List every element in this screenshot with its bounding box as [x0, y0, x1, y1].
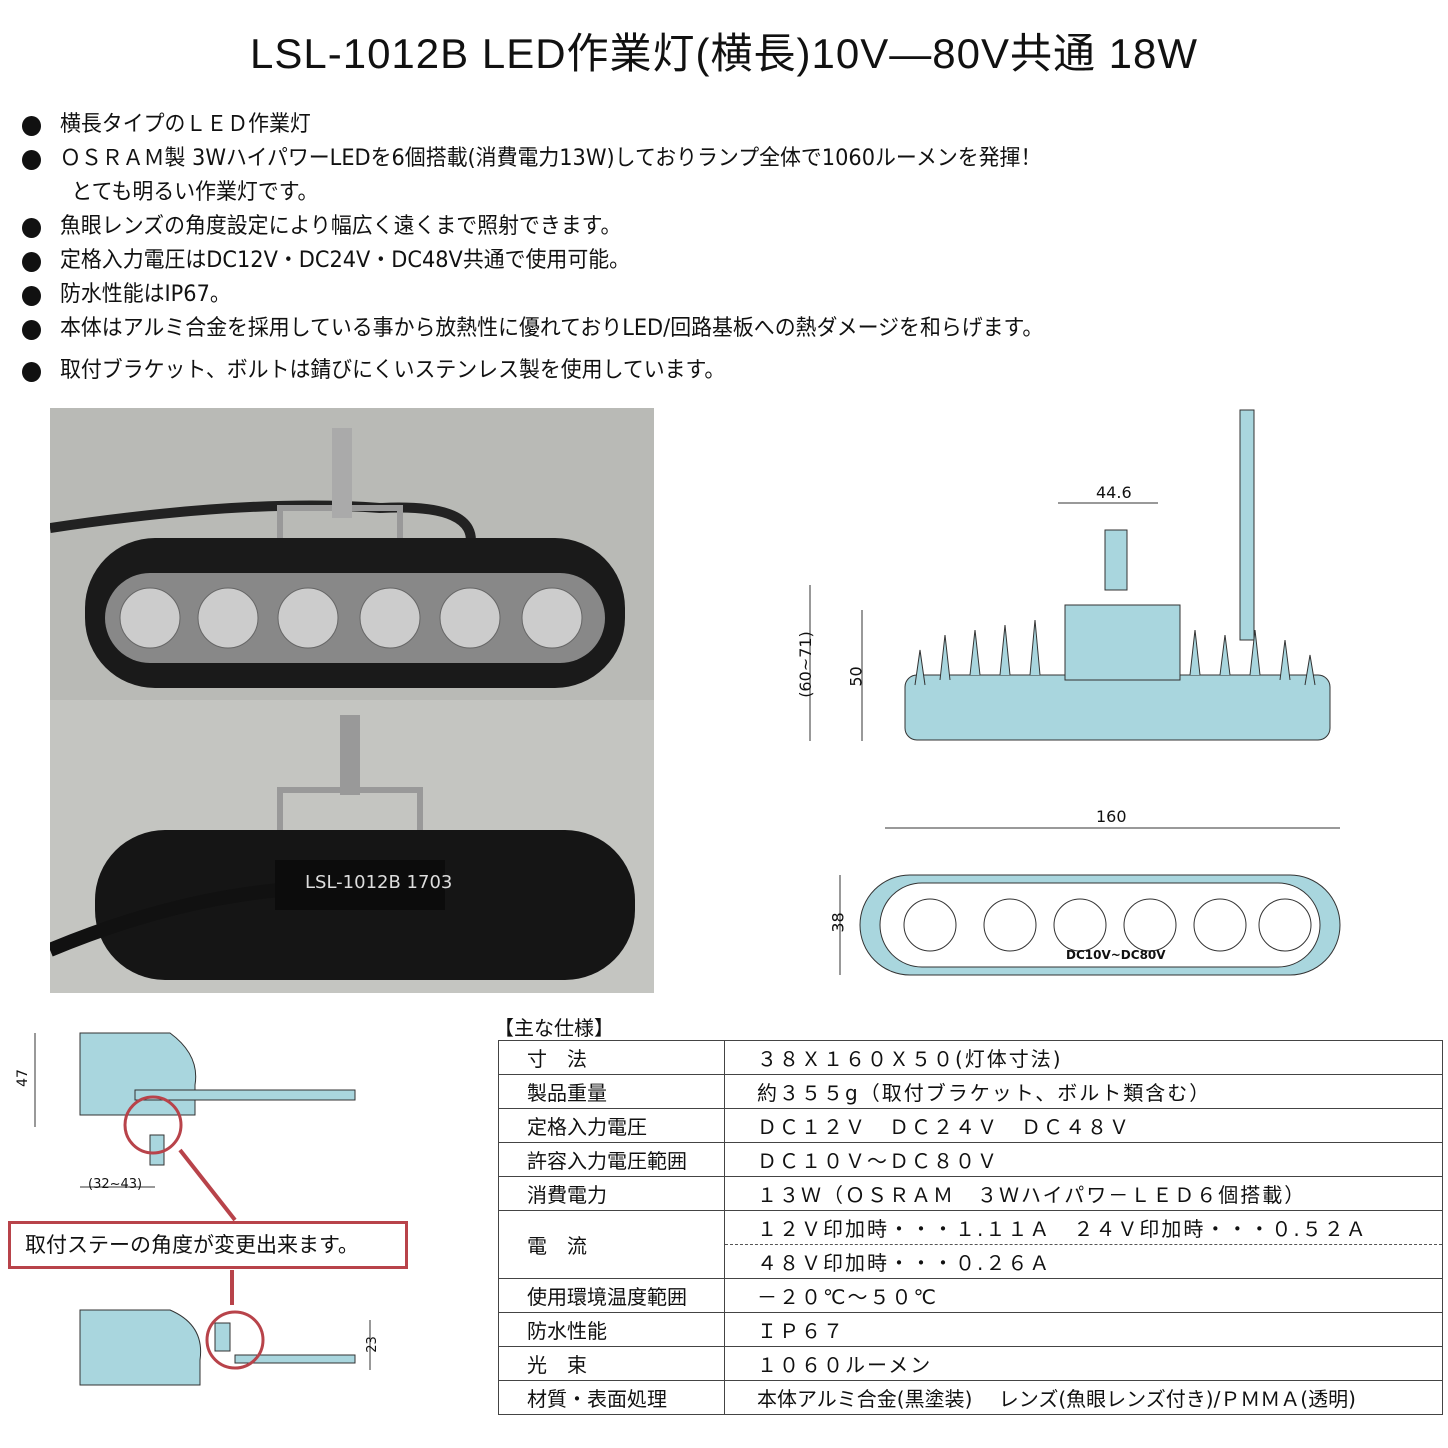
spec-key: 防水性能 [498, 1312, 725, 1347]
feature-item: 横長タイプのＬＥＤ作業灯 [22, 108, 1043, 142]
feature-item: 本体はアルミ合金を採用している事から放熱性に優れておりLED/回路基板への熱ダメ… [22, 312, 1043, 346]
bullet-icon [22, 116, 41, 136]
spec-key: 寸 法 [498, 1040, 725, 1075]
feature-text: 取付ブラケット、ボルトは錆びにくいステンレス製を使用しています。 [60, 358, 726, 383]
dim-23: 23 [364, 1336, 380, 1353]
spec-value: 約３５５g（取付ブラケット、ボルト類含む） [724, 1074, 1443, 1109]
dim-44-6: 44.6 [1096, 483, 1132, 502]
spec-value: 本体アルミ合金(黒塗装) レンズ(魚眼レンズ付き)/ＰＭＭＡ(透明) [724, 1380, 1443, 1415]
feature-item: 取付ブラケット、ボルトは錆びにくいステンレス製を使用しています。 [22, 354, 1043, 388]
lamp-back-image [50, 700, 654, 993]
model-label: LSL-1012B 1703 [305, 872, 453, 893]
dimension-diagram: 44.6 (60~71) 50 160 38 DC10V~DC80V [770, 405, 1370, 995]
feature-list: 横長タイプのＬＥＤ作業灯 ＯＳＲＡＭ製 3WハイパワーLEDを6個搭載(消費電力… [22, 108, 1097, 388]
dim-32-43: (32~43) [88, 1177, 143, 1192]
bullet-icon [22, 286, 41, 306]
bullet-icon [22, 362, 41, 382]
spec-value: １３Ｗ（ＯＳＲＡＭ ３Ｗハイパワ－ＬＥＤ６個搭載） [724, 1176, 1443, 1211]
spec-key: 許容入力電圧範囲 [498, 1142, 725, 1177]
spec-value: ３８Ｘ１６０Ｘ５０(灯体寸法) [724, 1040, 1443, 1075]
feature-item: 定格入力電圧はDC12V・DC24V・DC48V共通で使用可能。 [22, 244, 1043, 278]
dim-160: 160 [1096, 807, 1127, 826]
spec-key: 電 流 [498, 1210, 725, 1279]
page-title: LSL-1012B LED作業灯(横長)10V―80V共通 18W [250, 30, 1198, 77]
spec-value: １２Ｖ印加時・・・１.１１Ａ ２４Ｖ印加時・・・０.５２Ａ [724, 1210, 1443, 1245]
spec-value: ＤＣ１０Ｖ～ＤＣ８０Ｖ [724, 1142, 1443, 1177]
feature-text: ＯＳＲＡＭ製 3WハイパワーLEDを6個搭載(消費電力13W)しておりランプ全体… [60, 146, 1042, 171]
spec-key: 消費電力 [498, 1176, 725, 1211]
dim-47: 47 [14, 1069, 31, 1087]
bullet-icon [22, 150, 41, 170]
feature-text: とても明るい作業灯です。 [71, 180, 319, 205]
dim-50: 50 [846, 666, 866, 687]
table-row: ４８Ｖ印加時・・・０.２６Ａ [499, 1244, 1443, 1279]
spec-key: 光 束 [498, 1346, 725, 1381]
feature-text: 横長タイプのＬＥＤ作業灯 [60, 112, 311, 137]
bracket-angle-diagram: 47 (32~43) 23 [0, 1015, 420, 1405]
feature-item-continued: とても明るい作業灯です。 [22, 176, 1043, 210]
bullet-icon [22, 320, 41, 340]
side-view-drawings [34, 1032, 371, 1386]
spec-value: －２０℃～５０℃ [724, 1278, 1443, 1313]
dim-38: 38 [828, 912, 848, 933]
feature-text: 防水性能はIP67。 [60, 282, 231, 307]
spec-value: ＤＣ１２Ｖ ＤＣ２４Ｖ ＤＣ４８Ｖ [724, 1108, 1443, 1143]
spec-heading: 【主な仕様】 [494, 1016, 614, 1040]
spec-key: 製品重量 [498, 1074, 725, 1109]
feature-item: 防水性能はIP67。 [22, 278, 1043, 312]
spec-key: 定格入力電圧 [498, 1108, 725, 1143]
table-row: 材質・表面処理本体アルミ合金(黒塗装) レンズ(魚眼レンズ付き)/ＰＭＭＡ(透明… [498, 1380, 1443, 1415]
spec-key: 使用環境温度範囲 [498, 1278, 725, 1313]
spec-value: １０６０ルーメン [724, 1346, 1443, 1381]
spec-value: ＩＰ６７ [724, 1312, 1443, 1347]
product-photo-back: LSL-1012B 1703 [50, 700, 654, 993]
feature-item: 魚眼レンズの角度設定により幅広く遠くまで照射できます。 [22, 210, 1043, 244]
bullet-icon [22, 252, 41, 272]
feature-text: 定格入力電圧はDC12V・DC24V・DC48V共通で使用可能。 [60, 248, 631, 273]
lamp-side-drawing [809, 409, 1341, 976]
lamp-front-image [50, 408, 654, 700]
callout-box: 取付ステーの角度が変更出来ます。 [8, 1221, 408, 1269]
bullet-icon [22, 218, 41, 238]
spec-value: ４８Ｖ印加時・・・０.２６Ａ [724, 1244, 1443, 1279]
table-row: 製品重量約３５５g（取付ブラケット、ボルト類含む） [498, 1074, 1443, 1109]
feature-text: 魚眼レンズの角度設定により幅広く遠くまで照射できます。 [60, 214, 622, 239]
table-row: 使用環境温度範囲－２０℃～５０℃ [498, 1278, 1443, 1313]
feature-item: ＯＳＲＡＭ製 3WハイパワーLEDを6個搭載(消費電力13W)しておりランプ全体… [22, 142, 1043, 176]
product-photo-front [50, 408, 654, 700]
feature-text: 本体はアルミ合金を採用している事から放熱性に優れておりLED/回路基板への熱ダメ… [60, 316, 1044, 341]
lens-voltage-text: DC10V~DC80V [1066, 948, 1166, 962]
spec-key: 材質・表面処理 [498, 1380, 725, 1415]
dim-60-71: (60~71) [795, 631, 815, 698]
